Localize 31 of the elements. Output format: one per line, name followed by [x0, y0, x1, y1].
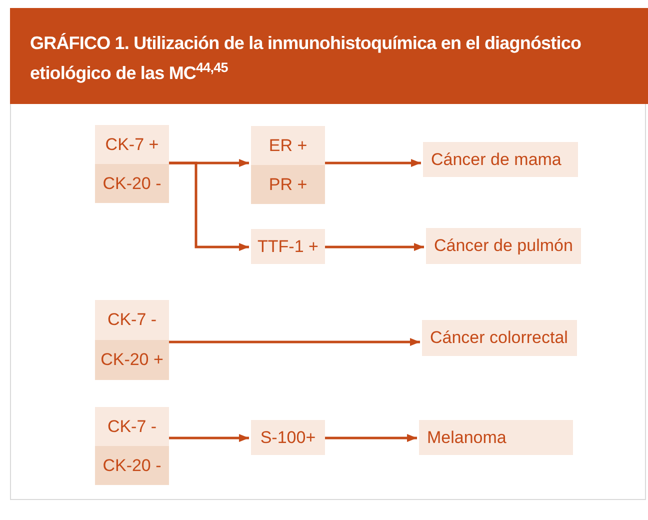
diagnosis-box: [423, 142, 578, 177]
arrow: [325, 243, 424, 251]
marker-label: TTF-1 +: [258, 236, 318, 258]
marker-label: CK-20 -: [102, 454, 162, 477]
marker-label: CK-7 +: [105, 134, 159, 156]
arrow: [169, 434, 249, 442]
diagnosis-box: [419, 420, 573, 455]
arrow: [325, 434, 417, 442]
diagnosis-label: Cáncer de mama: [431, 148, 562, 171]
marker-label: ER +: [268, 134, 308, 157]
marker-pair-box: [251, 126, 325, 204]
marker-label: CK-7 -: [107, 416, 157, 438]
arrow: [169, 338, 420, 346]
marker-label: CK-20 -: [102, 172, 162, 195]
marker-label: S-100+: [260, 426, 316, 449]
diagnosis-box: [426, 228, 581, 264]
arrow: [169, 162, 249, 251]
marker-label: CK-7 -: [107, 309, 157, 332]
marker-pair-box: [95, 125, 169, 203]
diagnosis-label: Cáncer colorrectal: [430, 327, 568, 350]
marker-box: [251, 420, 325, 455]
diagnosis-label: Cáncer de pulmón: [434, 235, 573, 258]
diagnosis-box: [422, 320, 577, 356]
marker-pair-box: [95, 407, 169, 485]
diagram-title: GRÁFICO 1. Utilización de la inmunohistoquímica en el diagnóstico etiológico de las MC$^{44,45}$: [30, 32, 582, 85]
marker-pair-box: [95, 300, 169, 380]
diagnosis-label: Melanoma: [427, 426, 506, 449]
marker-label: PR +: [268, 174, 308, 196]
marker-box: [251, 229, 325, 264]
marker-label: CK-20 +: [100, 349, 164, 372]
arrow: [325, 159, 421, 167]
